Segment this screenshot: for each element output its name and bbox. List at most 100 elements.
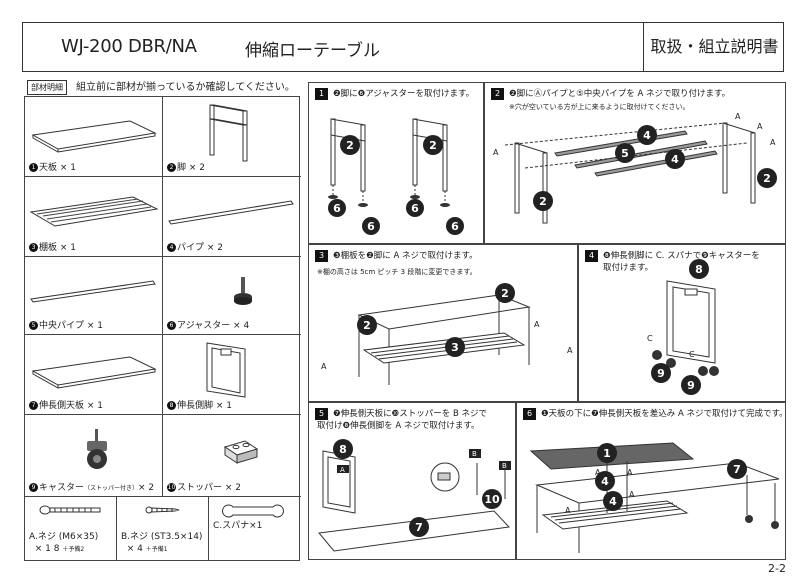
svg-text:C: C <box>689 350 695 359</box>
svg-text:6: 6 <box>451 220 459 233</box>
svg-text:4: 4 <box>609 495 617 508</box>
screw-b-icon <box>145 506 180 514</box>
step-6-diagram: 1 4 4 7 A A A A <box>529 442 780 553</box>
shelf-illustration <box>29 196 159 227</box>
svg-text:6: 6 <box>411 202 419 215</box>
svg-text:3: 3 <box>451 341 459 354</box>
step-5-diagram: A B B 8 10 7 <box>318 439 511 552</box>
svg-text:A: A <box>534 320 540 329</box>
step-4-diagram: 8 9 9 CC <box>647 259 719 395</box>
leg-illustration <box>209 104 248 162</box>
svg-text:4: 4 <box>643 129 651 142</box>
step-1-number: 1 <box>315 88 328 100</box>
svg-text:A: A <box>627 468 633 477</box>
screw-a-icon <box>39 505 101 515</box>
svg-text:6: 6 <box>333 202 341 215</box>
svg-text:B: B <box>502 462 507 470</box>
svg-text:1: 1 <box>603 447 611 460</box>
step-3-text: ❸棚板を❷脚に A ネジで取付けます。 <box>333 251 478 261</box>
svg-text:2: 2 <box>763 172 771 185</box>
svg-text:2: 2 <box>346 139 354 152</box>
svg-text:5: 5 <box>621 147 629 160</box>
svg-text:7: 7 <box>733 463 741 476</box>
caster-illustration <box>87 429 107 469</box>
svg-text:B: B <box>472 450 477 458</box>
svg-text:2: 2 <box>501 287 509 300</box>
svg-text:A: A <box>595 468 601 477</box>
step-3-diagram: 2 2 3 A A A <box>321 283 573 385</box>
model-number: WJ-200 DBR/NA <box>61 36 197 57</box>
step-2: 2 ❷脚にⒶパイプと⑤中央パイプを A ネジで取り付けます。 ※穴が空いている方… <box>484 82 786 244</box>
svg-text:2: 2 <box>363 319 371 332</box>
svg-text:9: 9 <box>687 379 695 392</box>
step-4-text-line2: 取付けます。 <box>603 263 654 273</box>
step-1-text: ❷脚に❻アジャスターを取付けます。 <box>333 89 475 99</box>
svg-text:4: 4 <box>671 153 679 166</box>
step-3-number: 3 <box>315 250 328 262</box>
document-title: 取扱・組立説明書 <box>643 23 785 71</box>
spanner-icon <box>222 504 284 518</box>
top-board-illustration <box>31 120 157 153</box>
step-5-number: 5 <box>315 408 328 420</box>
step-5-text: ❼伸長側天板に❿ストッパーを B ネジで <box>333 409 487 419</box>
step-4-text: ❽伸長側脚に C. スパナで❾キャスターを <box>603 251 760 261</box>
parts-list-tag: 部材明細 <box>27 80 67 95</box>
center-pipe-illustration <box>30 280 156 303</box>
step-5-text-line2: 取付け❽伸長側脚を A ネジで取付けます。 <box>317 421 480 431</box>
step-6-text: ❶天板の下に❼伸長側天板を差込み A ネジで取付けて完成です。 <box>541 409 788 419</box>
step-1: 1 ❷脚に❻アジャスターを取付けます。 2 2 6 6 6 6 <box>308 82 484 244</box>
svg-text:A: A <box>340 466 345 474</box>
svg-text:A: A <box>567 346 573 355</box>
step-2-number: 2 <box>491 88 504 100</box>
svg-text:A: A <box>770 138 776 147</box>
step-1-diagram: 2 2 6 6 6 6 <box>328 118 464 235</box>
svg-text:A: A <box>629 490 635 499</box>
svg-text:C: C <box>647 334 653 343</box>
extension-leg-illustration <box>206 342 246 398</box>
step-2-text: ❷脚にⒶパイプと⑤中央パイプを A ネジで取り付けます。 <box>509 89 731 99</box>
svg-text:4: 4 <box>601 475 609 488</box>
adjuster-illustration <box>234 277 252 305</box>
svg-text:10: 10 <box>484 493 500 506</box>
step-6-number: 6 <box>523 408 536 420</box>
svg-text:6: 6 <box>367 220 375 233</box>
svg-text:A: A <box>321 362 327 371</box>
step-5: 5 ❼伸長側天板に❿ストッパーを B ネジで 取付け❽伸長側脚を A ネジで取付… <box>308 402 516 560</box>
product-name: 伸縮ローテーブル <box>245 41 380 61</box>
step-2-note: ※穴が空いている方が上に来るように取付けてください。 <box>509 103 690 111</box>
stopper-illustration <box>223 440 259 464</box>
svg-text:2: 2 <box>429 139 437 152</box>
pipe-illustration <box>168 200 294 225</box>
extension-board-illustration <box>31 356 157 389</box>
step-3: 3 ❸棚板を❷脚に A ネジで取付けます。 ※棚の高さは 5cm ピッチ 3 段… <box>308 244 578 402</box>
parts-list-note: 組立前に部材が揃っているか確認してください。 <box>76 82 295 93</box>
page-number: 2-2 <box>768 562 786 575</box>
hardware-screw-b: B.ネジ (ST3.5×14) × 4 ＋予備1 <box>117 497 209 560</box>
svg-text:A: A <box>493 148 499 157</box>
hardware-screw-a: A.ネジ (M6×35) × 1 8 ＋予備2 <box>25 497 117 560</box>
svg-text:8: 8 <box>695 263 703 276</box>
hardware-spanner: C.スパナ×1 <box>209 497 301 560</box>
step-4-number: 4 <box>585 250 598 262</box>
svg-text:A: A <box>757 122 763 131</box>
svg-text:7: 7 <box>415 521 423 534</box>
svg-text:A: A <box>735 112 741 121</box>
svg-text:2: 2 <box>539 195 547 208</box>
step-3-note: ※棚の高さは 5cm ピッチ 3 段階に変更できます。 <box>317 268 477 276</box>
step-6: 6 ❶天板の下に❼伸長側天板を差込み A ネジで取付けて完成です。 1 4 4 … <box>516 402 788 560</box>
svg-text:8: 8 <box>339 443 347 456</box>
svg-text:A: A <box>565 506 571 515</box>
